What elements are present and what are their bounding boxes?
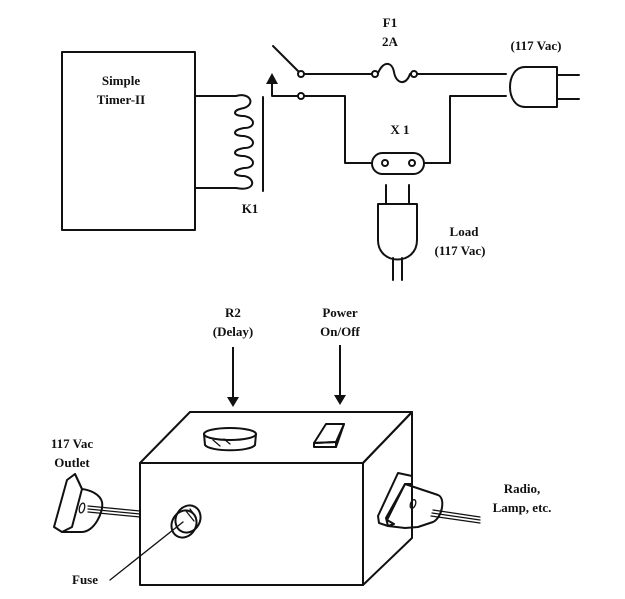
- fuse-label-line2: 2A: [382, 34, 399, 49]
- outlet-label-line1: 117 Vac: [51, 436, 93, 451]
- arrow-down-icon: [334, 395, 346, 405]
- power-label-line1: Power: [322, 305, 358, 320]
- arrow-up-icon: [266, 73, 278, 84]
- socket-x1: X 1: [303, 95, 507, 175]
- relay-coil-k1: K1: [194, 94, 264, 216]
- outlet-cord: 117 Vac Outlet: [51, 436, 141, 533]
- delay-label-line1: R2: [225, 305, 241, 320]
- load-plug-label-line1: Radio,: [504, 481, 540, 496]
- load-plug-label-line2: Lamp, etc.: [493, 500, 552, 515]
- outlet-label-line2: Outlet: [54, 455, 90, 470]
- enclosure-box: [139, 411, 413, 586]
- relay-contacts: [266, 45, 305, 100]
- socket-label: X 1: [390, 122, 409, 137]
- load-label-line2: (117 Vac): [435, 243, 486, 258]
- relay-label: K1: [242, 201, 259, 216]
- delay-knob: R2 (Delay): [203, 305, 257, 452]
- fuse-holder-label: Fuse: [72, 572, 98, 587]
- load-label-line1: Load: [450, 224, 480, 239]
- power-switch: Power On/Off: [313, 305, 361, 448]
- load-plug: Load (117 Vac): [377, 184, 486, 281]
- side-load-plug: Radio, Lamp, etc.: [377, 472, 552, 529]
- arrow-down-icon: [227, 397, 239, 407]
- line-plug: (117 Vac): [509, 38, 580, 108]
- timer-label-line1: Simple: [102, 73, 141, 88]
- delay-label-line2: (Delay): [213, 324, 253, 339]
- fuse-f1: F1 2A: [303, 15, 507, 83]
- line-plug-label: (117 Vac): [511, 38, 562, 53]
- fuse-holder: Fuse: [72, 504, 202, 587]
- fuse-label-line1: F1: [383, 15, 397, 30]
- timer-block: Simple Timer-II: [61, 51, 196, 231]
- power-label-line2: On/Off: [320, 324, 360, 339]
- timer-label-line2: Timer-II: [97, 92, 145, 107]
